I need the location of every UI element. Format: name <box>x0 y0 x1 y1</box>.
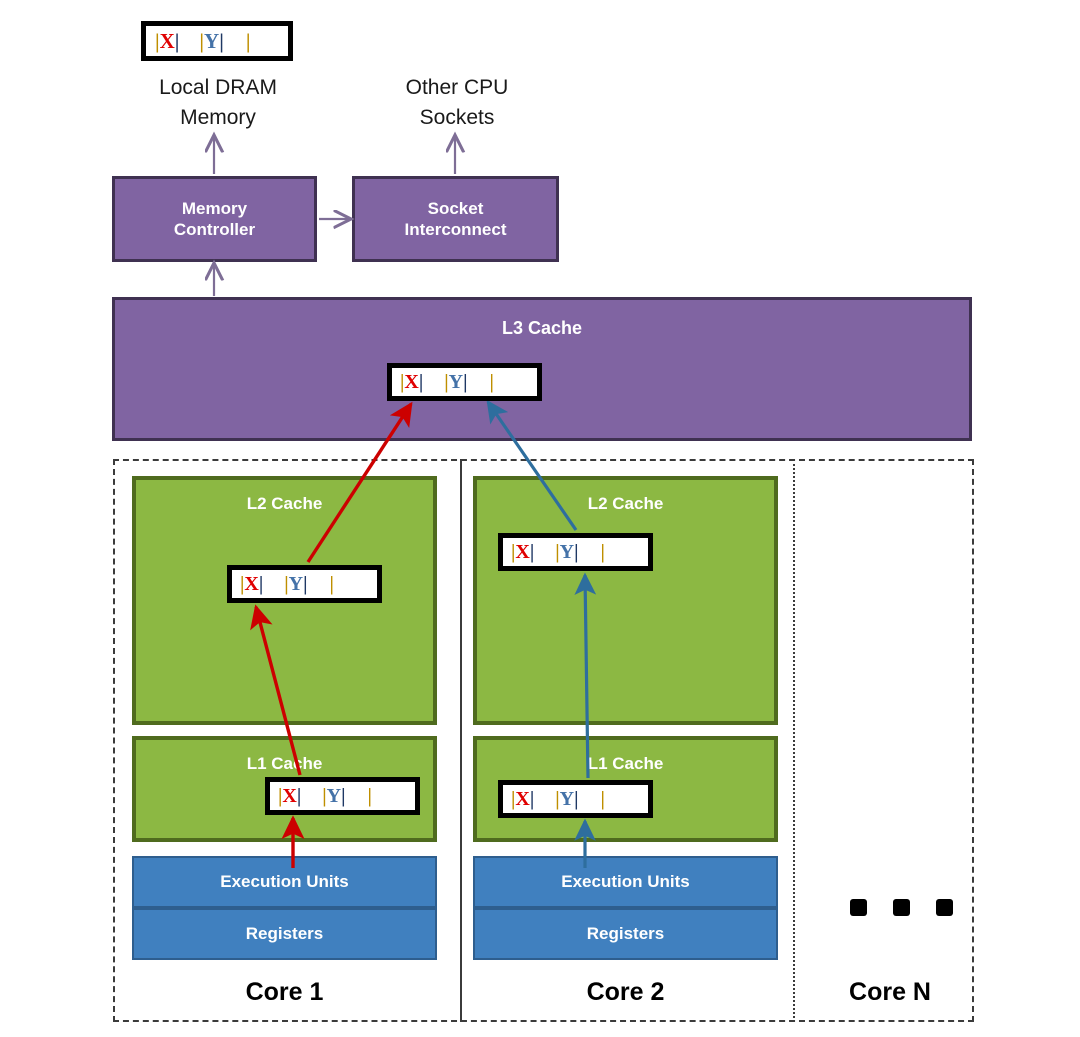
ellipsis-dot-icon <box>850 899 867 916</box>
cacheline-var-y: Y <box>559 787 575 810</box>
core2-registers[interactable]: Registers <box>473 908 778 960</box>
core2-l1-cache-label: L1 Cache <box>587 754 664 773</box>
cacheline-slot-x: |X| <box>155 29 179 54</box>
cacheline-bar-icon: | <box>367 784 372 807</box>
core2-execution-units[interactable]: Execution Units <box>473 856 778 908</box>
cacheline-bar-icon: | <box>529 540 535 563</box>
memory-controller-label-line2: Controller <box>173 220 256 239</box>
cacheline-bar-icon: | <box>219 28 224 53</box>
cacheline-bar-icon: | <box>303 572 308 595</box>
cacheline-core1-l2: |X| |Y| | <box>227 565 382 603</box>
label-local-dram-memory-line2: Memory <box>180 106 256 130</box>
cacheline-var-x: X <box>159 28 175 53</box>
cacheline-slot-x: |X| <box>400 371 423 394</box>
cacheline-slot-y: |Y| <box>322 785 345 808</box>
cacheline-bar-icon: | <box>278 784 283 807</box>
core1-l2-cache-label: L2 Cache <box>246 494 323 513</box>
cacheline-slot-y: |Y| <box>555 541 578 564</box>
block-memory-controller[interactable]: Memory Controller <box>112 176 317 262</box>
cacheline-var-x: X <box>404 370 419 393</box>
cacheline-bar-icon: | <box>174 28 180 53</box>
ellipsis-dot-icon <box>936 899 953 916</box>
cacheline-var-x: X <box>244 572 259 595</box>
cacheline-slot-x: |X| <box>511 541 534 564</box>
cacheline-bar-icon: | <box>600 540 605 563</box>
core2-label: Core 2 <box>586 978 665 1006</box>
cacheline-bar-icon: | <box>155 28 160 53</box>
cacheline-bar-icon: | <box>444 370 449 393</box>
cacheline-bar-icon: | <box>341 784 346 807</box>
cacheline-bar-icon: | <box>555 540 560 563</box>
core2-l2-cache-label: L2 Cache <box>587 494 664 513</box>
cacheline-bar-icon: | <box>600 787 605 810</box>
memory-controller-label-line1: Memory <box>181 198 248 218</box>
core-n-label: Core N <box>849 978 931 1006</box>
cacheline-bar-icon: | <box>296 784 302 807</box>
cacheline-slot-x: |X| <box>240 573 263 596</box>
core-n-ellipsis-icon <box>850 899 953 916</box>
block-l3-cache[interactable]: L3 Cache <box>112 297 972 441</box>
label-other-cpu-sockets-line1: Other CPU <box>405 76 509 99</box>
cacheline-bar-icon: | <box>511 540 516 563</box>
cacheline-bar-icon: | <box>284 572 289 595</box>
cacheline-bar-icon: | <box>574 787 579 810</box>
cacheline-bar-icon: | <box>529 787 535 810</box>
cacheline-bar-icon: | <box>329 572 334 595</box>
cacheline-var-y: Y <box>559 540 575 563</box>
cacheline-slot-x: |X| <box>511 788 534 811</box>
socket-interconnect-label-line2: Interconnect <box>404 220 507 239</box>
cacheline-bar-icon: | <box>418 370 424 393</box>
core2-l2-cache[interactable]: L2 Cache <box>473 476 778 725</box>
l3-cache-label: L3 Cache <box>501 318 583 338</box>
cacheline-bar-icon: | <box>574 540 579 563</box>
cacheline-bar-icon: | <box>463 370 468 393</box>
cacheline-slot-y: |Y| <box>444 371 467 394</box>
cacheline-var-y: Y <box>326 784 342 807</box>
cacheline-l3: |X| |Y| | <box>387 363 542 401</box>
label-other-cpu-sockets-line2: Sockets <box>419 106 495 130</box>
cacheline-bar-icon: | <box>199 28 205 53</box>
cacheline-bar-icon: | <box>511 787 516 810</box>
cacheline-bar-icon: | <box>400 370 405 393</box>
cacheline-bar-icon: | <box>322 784 327 807</box>
cacheline-dram: |X| |Y| | <box>141 21 293 61</box>
block-socket-interconnect[interactable]: Socket Interconnect <box>352 176 559 262</box>
cacheline-var-y: Y <box>288 572 304 595</box>
core1-l1-cache-label: L1 Cache <box>246 754 323 773</box>
cacheline-bar-icon: | <box>245 28 251 53</box>
cacheline-core1-l1: |X| |Y| | <box>265 777 420 815</box>
core1-label: Core 1 <box>245 978 324 1006</box>
cacheline-slot-y: |Y| <box>555 788 578 811</box>
cacheline-var-x: X <box>515 787 530 810</box>
core1-execution-units[interactable]: Execution Units <box>132 856 437 908</box>
cacheline-slot-x: |X| <box>278 785 301 808</box>
cacheline-var-x: X <box>282 784 297 807</box>
cacheline-var-x: X <box>515 540 530 563</box>
cacheline-bar-icon: | <box>240 572 245 595</box>
core1-registers[interactable]: Registers <box>132 908 437 960</box>
socket-interconnect-label-line1: Socket <box>427 198 484 218</box>
cacheline-bar-icon: | <box>555 787 560 810</box>
cacheline-core2-l1: |X| |Y| | <box>498 780 653 818</box>
cacheline-var-y: Y <box>448 370 464 393</box>
cacheline-bar-icon: | <box>489 370 494 393</box>
cacheline-var-y: Y <box>204 28 220 53</box>
ellipsis-dot-icon <box>893 899 910 916</box>
core-divider-1 <box>460 459 462 1022</box>
cacheline-slot-y: |Y| <box>199 29 223 54</box>
cacheline-bar-icon: | <box>258 572 264 595</box>
cacheline-slot-y: |Y| <box>284 573 307 596</box>
label-local-dram-memory: Local DRAM Memory <box>113 73 323 134</box>
cacheline-core2-l2: |X| |Y| | <box>498 533 653 571</box>
label-local-dram-memory-line1: Local DRAM <box>159 76 277 99</box>
label-other-cpu-sockets: Other CPU Sockets <box>352 73 562 134</box>
core-divider-2 <box>793 459 795 1022</box>
